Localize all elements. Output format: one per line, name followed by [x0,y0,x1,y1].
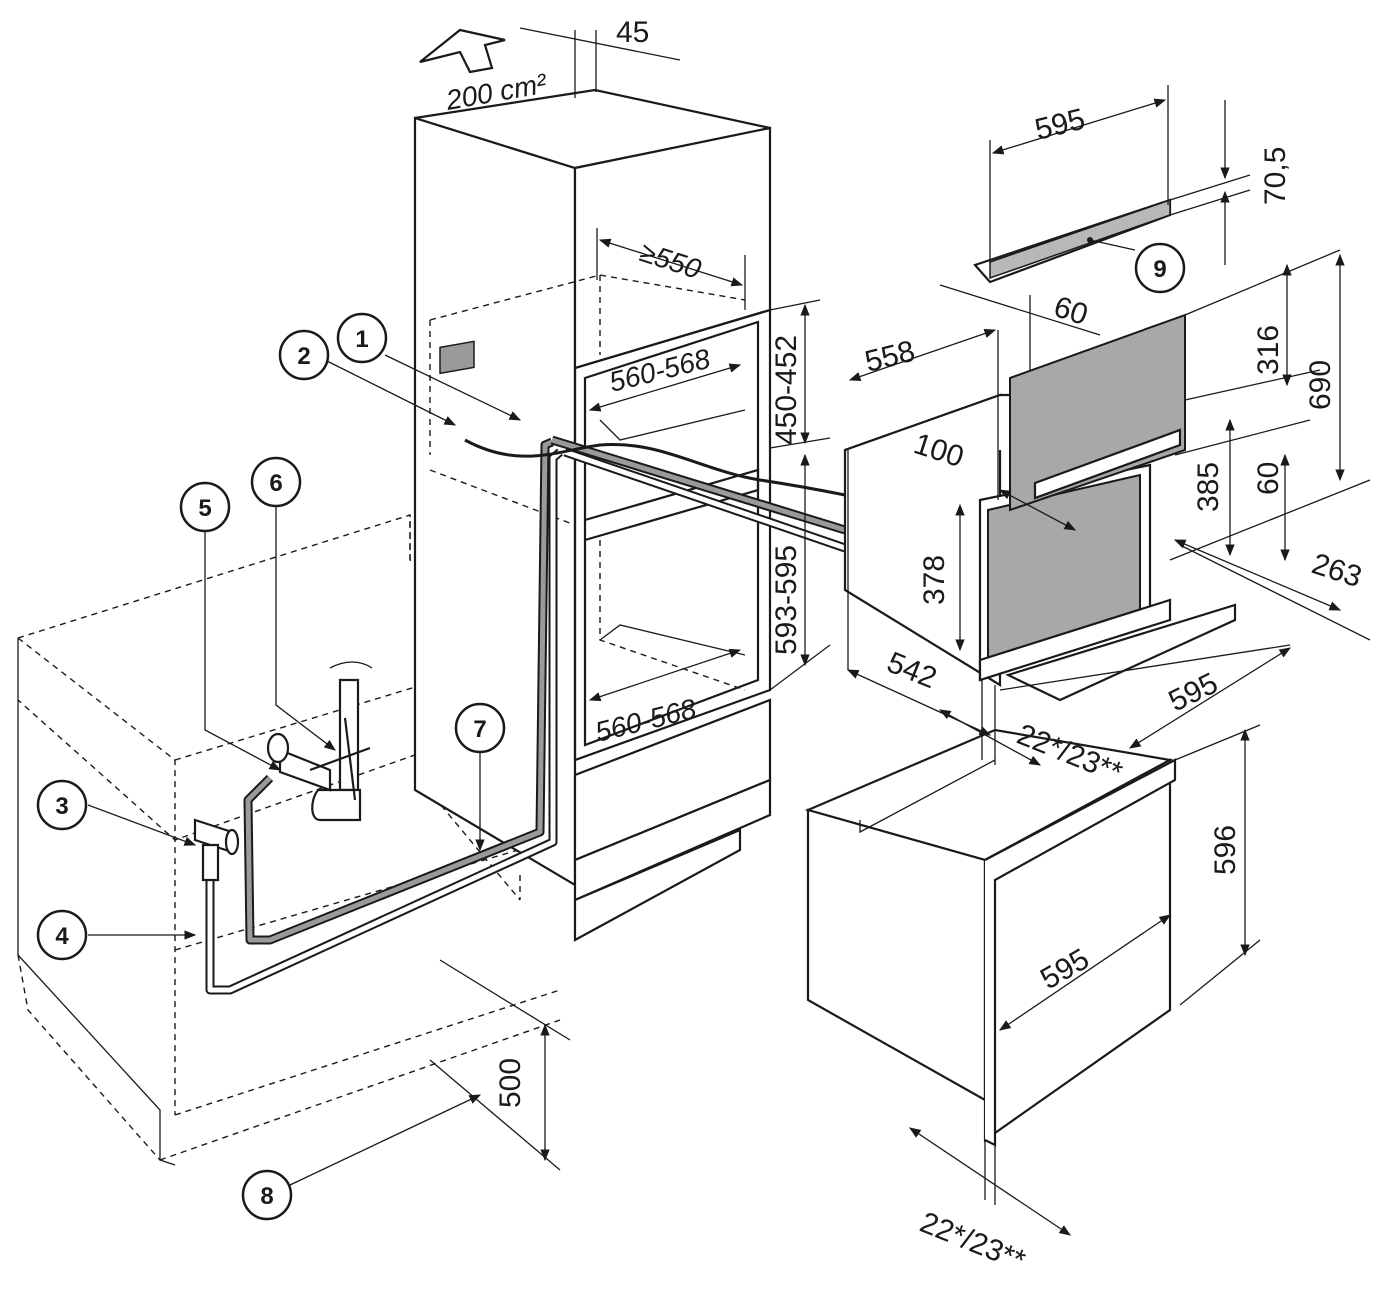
dim-trim-width: 595 [1032,103,1089,147]
dim-lower-height: 593-595 [770,545,803,655]
dim-door-depth: 263 [1308,547,1366,594]
drain-siphon [266,661,373,822]
dim-handle-gap: 60 [1252,462,1285,495]
power-socket [439,340,475,375]
tall-cabinet [413,88,772,942]
callout-7: 7 [454,702,506,754]
water-tap [193,818,240,882]
svg-text:4: 4 [55,923,69,950]
dim-opening-height: 378 [918,555,951,605]
callout-9: 9 [1134,242,1186,294]
dim-front-height: 316 [1252,325,1285,375]
callout-leaders [87,239,1136,1186]
svg-text:3: 3 [55,793,68,820]
svg-text:6: 6 [269,470,282,497]
dim-panel-offset: 60 [1050,290,1092,332]
callout-4: 4 [36,909,88,961]
svg-text:8: 8 [260,1183,273,1210]
svg-text:9: 9 [1153,256,1166,283]
svg-text:1: 1 [355,326,368,353]
dim-total-height: 690 [1304,360,1337,410]
hoses [205,435,847,995]
dim-offset-bottom: 22*/23** [915,1206,1030,1278]
callout-5: 5 [179,481,231,533]
dim-front-width: 595 [1164,667,1223,719]
callout-2: 2 [278,329,330,381]
svg-text:7: 7 [473,716,486,743]
dim-base-height: 500 [494,1058,527,1108]
dim-upper-height: 450-452 [770,335,803,445]
svg-text:2: 2 [297,343,310,370]
trim-strip [973,198,1172,284]
callout-3: 3 [36,779,88,831]
dim-trim-height: 70,5 [1259,147,1292,205]
dimension-lines [419,27,1371,1236]
callout-6: 6 [250,456,302,508]
steam-oven [843,313,1237,702]
oven [804,728,1177,1147]
dim-oven-depth: 558 [862,335,919,379]
callout-1: 1 [336,312,388,364]
ventilation-arrow-icon [419,28,506,74]
dim-gap-45: 45 [616,16,649,49]
dim-oven-width-542: 542 [882,646,941,695]
dim-oven-height: 596 [1209,825,1242,875]
dim-lower-height-385: 385 [1192,462,1225,512]
callout-8: 8 [241,1169,293,1221]
svg-text:5: 5 [198,495,211,522]
